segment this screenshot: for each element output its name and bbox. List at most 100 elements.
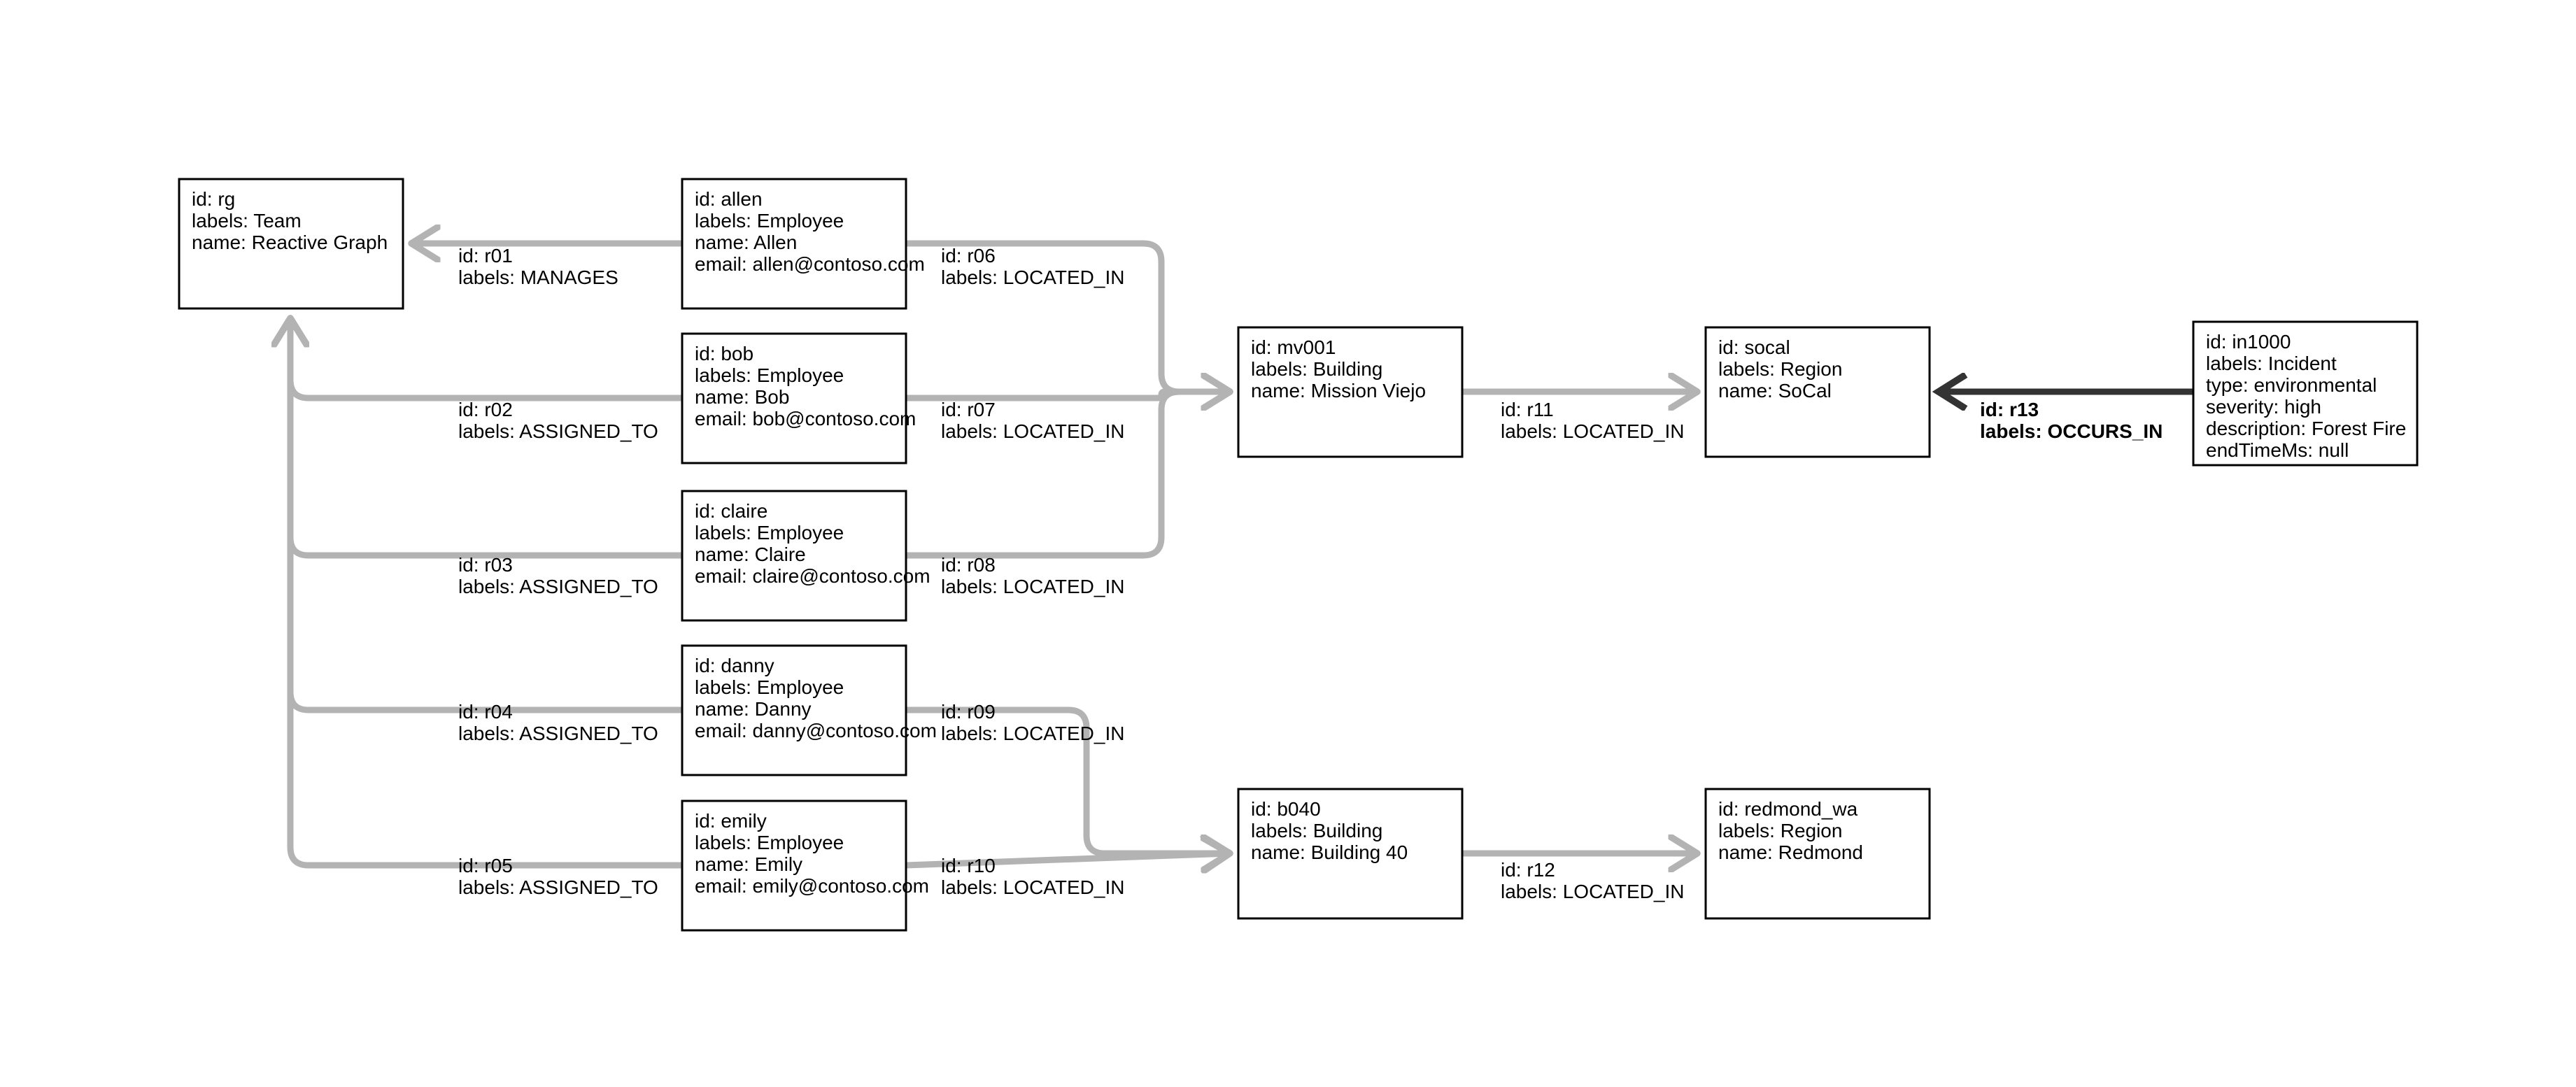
node-incident-in1000-line: description: Forest Fire [2206, 418, 2406, 439]
node-employee-danny-line: id: danny [695, 655, 774, 676]
node-employee-allen-line: name: Allen [695, 232, 797, 253]
edge-r01-manages-label-line: id: r01 [458, 245, 513, 267]
edge-r09-located-in-label-line: labels: LOCATED_IN [941, 723, 1124, 744]
node-region-redmond-wa-line: name: Redmond [1718, 841, 1863, 863]
edge-r06-located-in-label-line: id: r06 [941, 245, 996, 267]
node-employee-bob-line: id: bob [695, 343, 753, 364]
edge-r08-located-in-label-line: id: r08 [941, 554, 996, 576]
edge-r09-located-in-label-line: id: r09 [941, 701, 996, 723]
node-building-mv001-line: labels: Building [1251, 358, 1382, 380]
node-employee-claire-line: id: claire [695, 500, 767, 522]
node-incident-in1000-line: labels: Incident [2206, 353, 2337, 374]
node-building-b040-box [1237, 788, 1464, 920]
edge-r04-assigned-to-label-line: labels: ASSIGNED_TO [458, 723, 658, 744]
edge-r03-assigned-to-label-line: id: r03 [458, 554, 513, 576]
edge-r13-occurs-in-label-line: id: r13 [1980, 399, 2039, 420]
edge-r11-located-in-label-line: id: r11 [1501, 399, 1554, 420]
node-employee-bob-box [681, 332, 907, 464]
node-building-b040-line: id: b040 [1251, 798, 1321, 820]
node-employee-allen-line: email: allen@contoso.com [695, 253, 925, 275]
node-region-socal-line: labels: Region [1718, 358, 1842, 380]
node-employee-emily-line: name: Emily [695, 853, 802, 875]
edge-r10-located-in[interactable] [903, 853, 1230, 865]
node-region-redmond-wa-line: labels: Region [1718, 820, 1842, 841]
edge-r09-located-in[interactable] [903, 706, 1230, 853]
node-region-socal-box [1704, 326, 1931, 458]
node-region-redmond-wa-box [1704, 788, 1931, 920]
edge-r12-located-in-label-line: labels: LOCATED_IN [1501, 881, 1684, 902]
node-employee-emily-box [681, 800, 907, 932]
node-employee-claire-box [681, 490, 907, 622]
node-employee-bob-line: labels: Employee [695, 364, 844, 386]
node-incident-in1000-box [2192, 320, 2419, 467]
node-employee-danny-line: name: Danny [695, 698, 812, 720]
node-employee-emily-line: email: emily@contoso.com [695, 875, 929, 897]
node-employee-claire-line: email: claire@contoso.com [695, 565, 930, 587]
node-team-rg-line: name: Reactive Graph [192, 232, 388, 253]
node-employee-claire-line: labels: Employee [695, 522, 844, 544]
node-team-rg-line: labels: Team [192, 210, 302, 232]
edge-r06-located-in-label-line: labels: LOCATED_IN [941, 267, 1124, 288]
node-incident-in1000-line: severity: high [2206, 396, 2321, 418]
edge-r13-occurs-in-label-line: labels: OCCURS_IN [1980, 420, 2163, 442]
edge-r02-assigned-to[interactable] [290, 318, 686, 402]
edge-r08-located-in[interactable] [903, 392, 1230, 559]
edge-r08-located-in-label-line: labels: LOCATED_IN [941, 576, 1124, 597]
node-region-redmond-wa-line: id: redmond_wa [1718, 798, 1858, 820]
node-team-rg-line: id: rg [192, 188, 235, 210]
edge-r04-assigned-to[interactable] [290, 318, 686, 713]
node-incident-in1000-line: id: in1000 [2206, 331, 2291, 353]
node-team-rg-box [178, 178, 404, 310]
node-building-b040-line: labels: Building [1251, 820, 1382, 841]
node-employee-danny-line: email: danny@contoso.com [695, 720, 937, 741]
node-building-mv001-box [1237, 326, 1464, 458]
edge-r10-located-in-label-line: labels: LOCATED_IN [941, 876, 1124, 898]
node-building-mv001-line: name: Mission Viejo [1251, 380, 1426, 402]
edge-r07-located-in[interactable] [903, 392, 1230, 398]
node-employee-bob-line: email: bob@contoso.com [695, 408, 916, 429]
edge-r05-assigned-to[interactable] [290, 318, 686, 869]
node-building-mv001-line: id: mv001 [1251, 336, 1336, 358]
node-incident-in1000-line: endTimeMs: null [2206, 439, 2349, 461]
edge-r11-located-in-label-line: labels: LOCATED_IN [1501, 420, 1684, 442]
node-employee-emily-line: labels: Employee [695, 832, 844, 853]
edge-r07-located-in-label-line: id: r07 [941, 399, 996, 420]
edge-r03-assigned-to-label-line: labels: ASSIGNED_TO [458, 576, 658, 597]
node-employee-danny-line: labels: Employee [695, 676, 844, 698]
edge-r07-located-in-label-line: labels: LOCATED_IN [941, 420, 1124, 442]
node-employee-allen-line: labels: Employee [695, 210, 844, 232]
edge-r12-located-in-label-line: id: r12 [1501, 859, 1555, 881]
node-region-socal-line: name: SoCal [1718, 380, 1832, 402]
edge-r10-located-in-label-line: id: r10 [941, 855, 996, 876]
edge-layer [290, 243, 2193, 865]
edge-r05-assigned-to-label-line: id: r05 [458, 855, 513, 876]
edge-r01-manages-label-line: labels: MANAGES [458, 267, 618, 288]
